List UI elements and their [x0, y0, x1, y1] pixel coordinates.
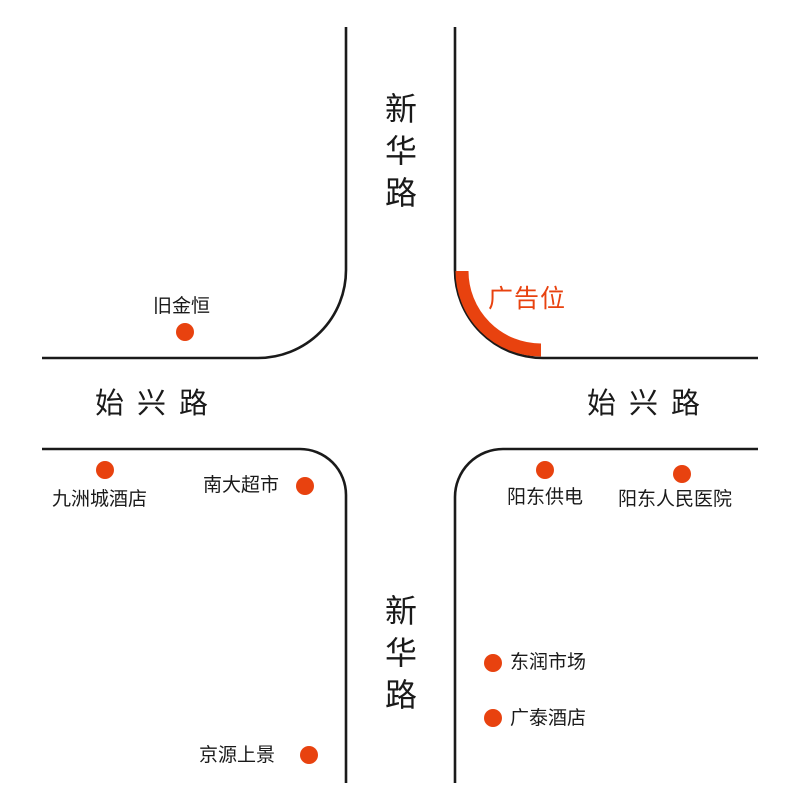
poi-label-yangdong-power: 阳东供电: [507, 486, 584, 508]
poi-marker-yangdong-power[interactable]: [536, 461, 554, 479]
poi-marker-jiujinheng[interactable]: [176, 323, 194, 341]
road-edge-southwest: [42, 447, 348, 783]
poi-label-jiujinheng: 旧金恒: [153, 295, 211, 317]
road-name-shixing-east: 始兴路: [587, 386, 714, 420]
road-edge-northwest: [42, 27, 348, 360]
road-name-shixing-west: 始兴路: [95, 386, 222, 420]
ad-spot-label: 广告位: [488, 284, 567, 313]
poi-label-nanda-supermarket: 南大超市: [203, 474, 280, 496]
poi-marker-yangdong-hospital[interactable]: [673, 465, 691, 483]
poi-marker-dongrun-market[interactable]: [484, 654, 502, 672]
ad-spot-arc: [455, 270, 542, 357]
poi-marker-jingyuan-shangjing[interactable]: [300, 746, 318, 764]
poi-label-yangdong-hospital: 阳东人民医院: [618, 488, 733, 510]
poi-marker-nanda-supermarket[interactable]: [296, 477, 314, 495]
poi-label-jingyuan-shangjing: 京源上景: [199, 744, 276, 766]
poi-label-dongrun-market: 东润市场: [510, 651, 587, 673]
road-edge-southeast: [453, 447, 758, 783]
poi-label-guangtai-hotel: 广泰酒店: [510, 707, 587, 729]
road-edge-northeast: [453, 27, 758, 360]
poi-label-jiuzhou-hotel: 九洲城酒店: [52, 488, 148, 510]
road-name-xinhua-north: 新华路: [380, 92, 418, 218]
road-name-xinhua-south: 新华路: [380, 594, 418, 720]
poi-marker-jiuzhou-hotel[interactable]: [96, 461, 114, 479]
poi-marker-guangtai-hotel[interactable]: [484, 709, 502, 727]
